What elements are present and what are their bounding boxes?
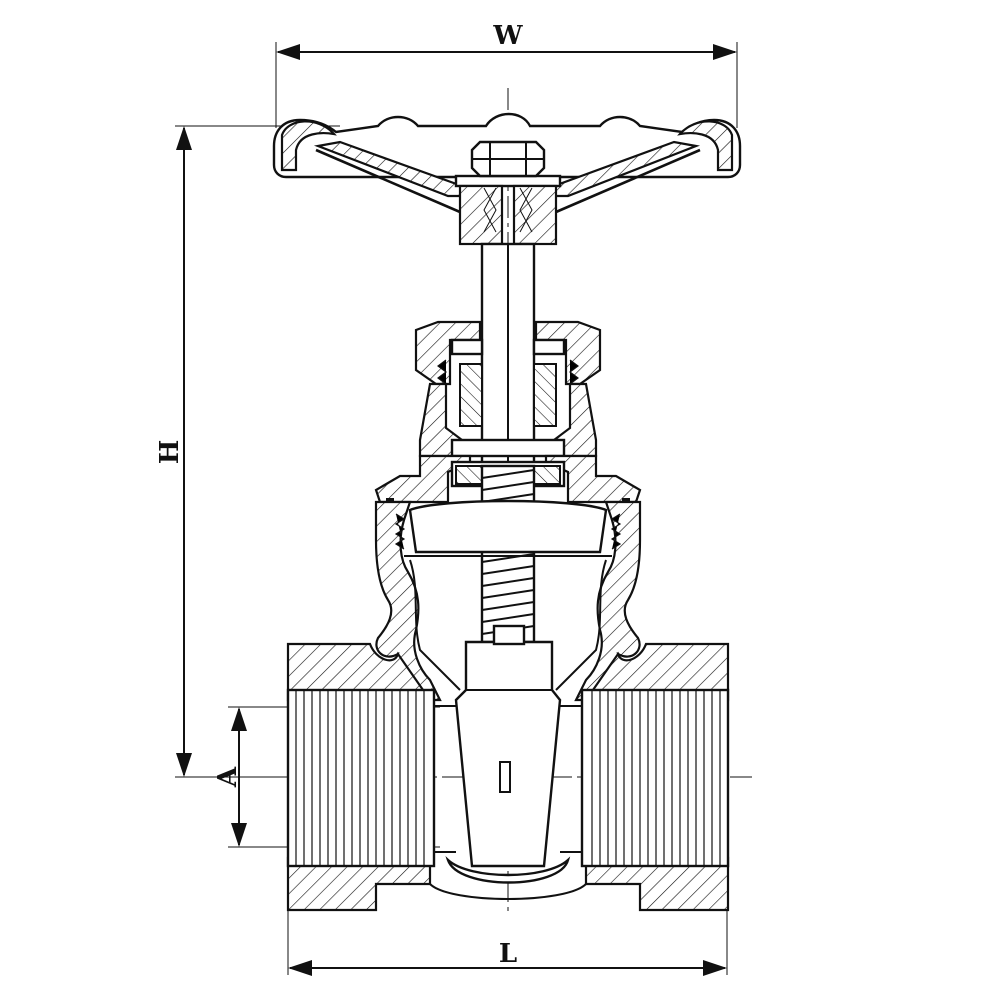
handwheel (272, 112, 742, 246)
gland-nut (414, 320, 602, 458)
right-bore-threads (591, 690, 721, 866)
dimension-length: L (287, 905, 728, 976)
stem (480, 242, 536, 468)
label-a: A (213, 766, 243, 788)
gate-wedge (454, 624, 562, 868)
left-bore-threads (295, 690, 425, 866)
label-h: H (155, 440, 185, 465)
label-l: L (499, 939, 517, 969)
label-w: W (492, 21, 523, 51)
dimension-width: W (275, 21, 738, 128)
stem-thread (480, 464, 536, 644)
valve-body (286, 499, 730, 912)
